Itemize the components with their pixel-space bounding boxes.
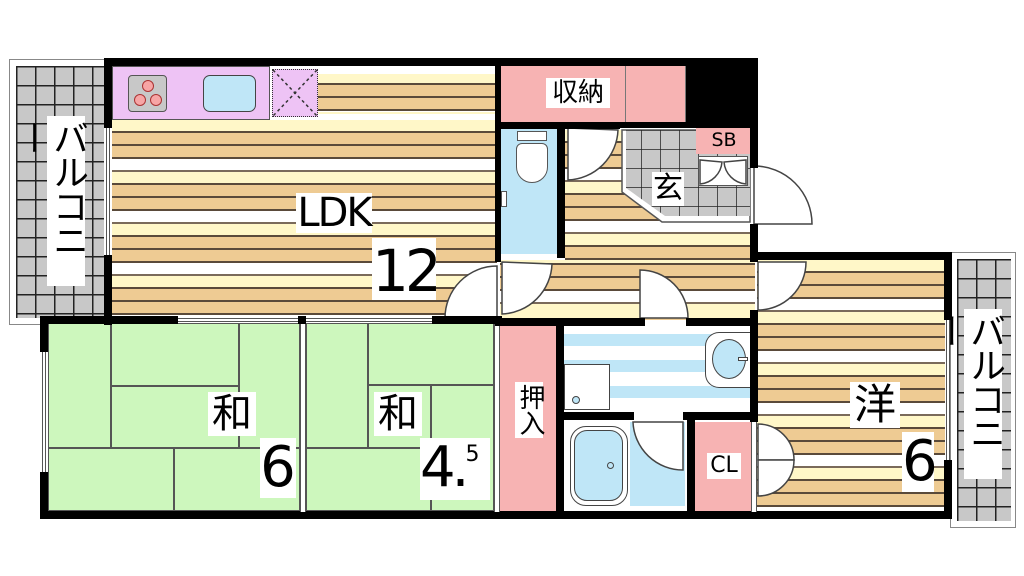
wall-washroom-bottom-right — [683, 412, 758, 420]
bathroom — [564, 420, 687, 512]
balcony-east: バルコニー — [928, 252, 1016, 528]
ldk-room-name: LDK — [296, 190, 373, 236]
washroom — [564, 326, 751, 412]
toilet-room — [501, 129, 557, 254]
toilet-bowl-icon — [516, 143, 548, 183]
bathtub-icon — [570, 426, 628, 506]
balcony-east-label: バルコニー — [928, 309, 1005, 479]
wall-east-upper — [750, 58, 758, 168]
wall-toilet-right — [557, 122, 565, 256]
wall-yoshitsu-hall-lower — [750, 310, 758, 320]
storage-label: 収納 — [546, 78, 610, 108]
toilet-tank-icon — [517, 131, 547, 141]
shoebox-label: SB — [710, 129, 738, 151]
wall-washitsu-left-upper — [40, 316, 48, 352]
wall-ldk-washitsu-right — [432, 316, 502, 324]
wall-bath-right — [687, 412, 695, 512]
oshiire-label: 押入 — [515, 382, 545, 438]
wall-washroom-right — [750, 318, 758, 422]
wall-yoshitsu-top — [750, 252, 950, 260]
washitsu-4-5-name: 和 — [374, 392, 422, 436]
window-east-yoshitsu — [946, 320, 950, 460]
wall-top-right-block — [686, 58, 756, 128]
sliding-wall-washitsu-oshiire — [494, 324, 500, 512]
yoshitsu-size: 6 — [902, 429, 938, 494]
wall-yoshitsu-east-upper — [944, 252, 952, 320]
washitsu-6-floor — [48, 323, 300, 511]
wall-genkan-top — [620, 122, 700, 128]
shoebox-doors — [698, 156, 748, 186]
cl-door-frame — [751, 422, 757, 512]
washitsu-6-size: 6 — [260, 435, 296, 500]
ldk-room-size: 12 — [372, 237, 442, 305]
hallway-floor-lower — [500, 260, 755, 318]
washitsu-4-5-size: 4.5 — [420, 438, 490, 500]
washitsu-4-5-size-sup: 5 — [465, 442, 480, 467]
wall-ldk-washitsu — [40, 316, 178, 324]
wall-washitsu-left-lower — [40, 472, 48, 518]
wall-bottom — [40, 511, 952, 519]
sink-icon — [203, 75, 256, 112]
wall-left-ldk-upper — [104, 58, 112, 128]
refrigerator-space — [272, 69, 318, 117]
balcony-west-label: バルコニー — [11, 116, 88, 286]
wall-left-ldk-lower — [104, 255, 112, 325]
sliding-door-ldk-washitsu-6 — [178, 318, 298, 322]
wall-toilet-bottom-right — [557, 248, 565, 258]
paper-holder-icon — [501, 191, 507, 207]
wall-hall-bottom-right — [686, 318, 758, 326]
wall-washroom-bottom-left — [556, 412, 634, 420]
washing-machine-space — [564, 364, 610, 410]
sliding-door-ldk-washitsu-4-5 — [306, 318, 432, 322]
yoshitsu-name: 洋 — [850, 382, 900, 428]
kitchen-counter — [112, 66, 270, 120]
balcony-west: バルコニー — [9, 59, 110, 325]
wall-east-mid — [750, 224, 758, 262]
stove-icon — [128, 75, 167, 112]
washitsu-4-5-size-main: 4. — [420, 435, 469, 500]
closet-label: CL — [707, 453, 741, 479]
bath-wash-area — [630, 422, 685, 506]
window-west-ldk — [106, 128, 110, 255]
wall-hall-bottom-left — [495, 318, 645, 326]
wall-ldk-washitsu-mid — [298, 316, 306, 324]
genkan-label: 玄 — [652, 171, 684, 206]
window-west-washitsu — [42, 352, 46, 472]
wall-ldk-right — [495, 66, 501, 262]
wash-basin-icon — [705, 332, 751, 388]
wall-yoshitsu-east-lower — [944, 460, 952, 519]
sliding-wall-washitsu-divider — [300, 324, 306, 512]
ldk-floor-top-strip — [318, 74, 496, 114]
wall-top-ldk — [104, 58, 756, 66]
washitsu-6-name: 和 — [208, 392, 256, 436]
genkan-area: 玄 — [621, 129, 751, 226]
